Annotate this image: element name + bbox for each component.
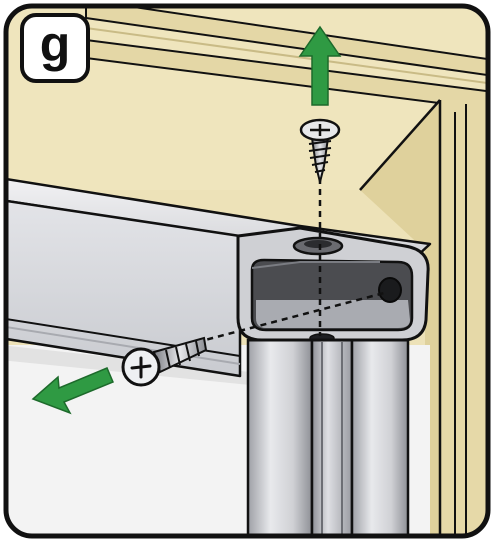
step-letter: g: [39, 16, 71, 72]
side-screw: [121, 336, 208, 387]
top-screw: [299, 118, 341, 183]
headrail-front: [6, 198, 242, 378]
horizontal-screw-path: [185, 290, 389, 347]
carrier-tube-right: [350, 338, 410, 536]
bracket-back-hole: [378, 277, 402, 303]
panel-frame: [3, 3, 491, 539]
recess-side-shade: [360, 100, 440, 536]
trim-strip-upper: [85, 6, 488, 78]
carrier-tube-middle: [310, 338, 354, 536]
step-badge: g: [20, 13, 90, 83]
up-arrow: [298, 25, 342, 106]
carrier-tube-left: [246, 338, 314, 536]
left-arrow: [31, 367, 114, 415]
